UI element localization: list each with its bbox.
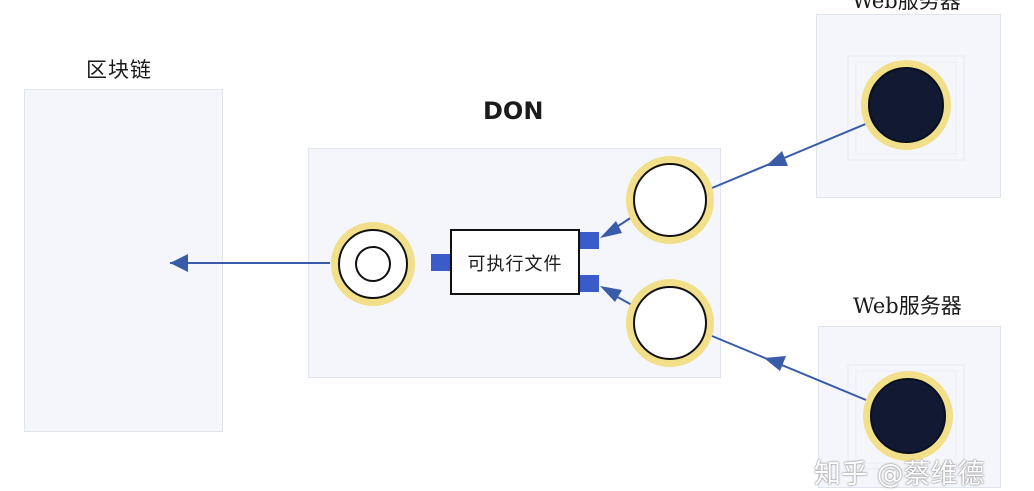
executable-input-connector-bottom [580, 275, 599, 292]
blockchain-panel [24, 89, 223, 432]
arrow-node-top-to-executable [600, 216, 633, 238]
oracle-node-bottom [626, 279, 714, 367]
web-server-top-label: Web服务器 [852, 0, 961, 13]
web-server-bottom-node [863, 371, 953, 461]
don-output-node [331, 222, 415, 306]
arrow-node-bottom-to-executable [600, 286, 633, 306]
web-server-bottom-label: Web服务器 [853, 294, 962, 318]
arrow-don-to-blockchain [170, 254, 330, 272]
arrow-webserver-bottom-to-node [711, 335, 867, 401]
web-server-top-node [861, 60, 951, 150]
arrow-webserver-top-to-node [711, 122, 869, 189]
don-label: DON [483, 97, 544, 125]
executable-label: 可执行文件 [467, 254, 563, 275]
oracle-node-top [626, 156, 714, 244]
executable-output-connector [431, 254, 450, 271]
blockchain-label: 区块链 [86, 58, 152, 82]
executable-input-connector-top [580, 232, 599, 249]
web-server-bottom-device-outline [847, 364, 965, 470]
watermark: 知乎 @蔡维德 [814, 459, 985, 490]
executable-box [450, 229, 580, 295]
